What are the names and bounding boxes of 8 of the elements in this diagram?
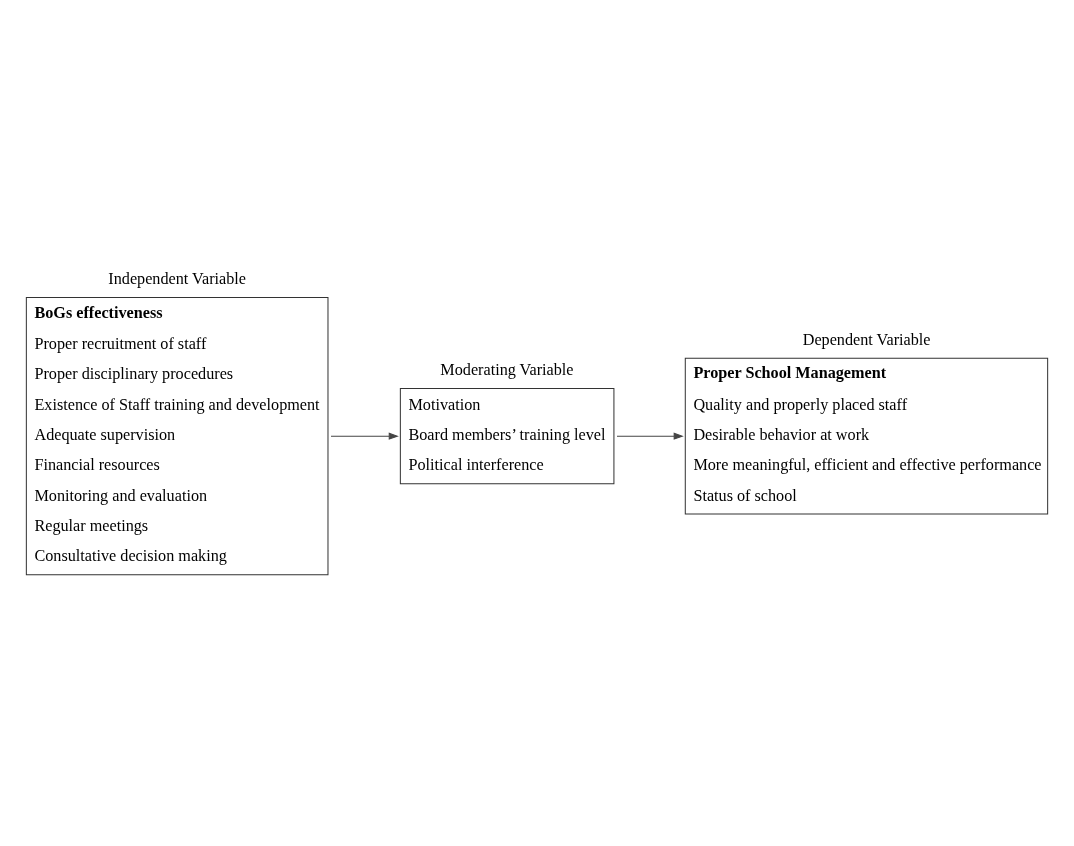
node-box: Motivation Board members’ training level Political interference [399,388,615,485]
arrow [330,432,399,440]
node-box: Proper School Management Quality and properly placed staff Desirable behavior at work More meaningful, efficient and effective performance Status of school [684,357,1049,515]
node-label: Moderating Variable [440,361,574,380]
node-box: BoGs effectiveness Proper recruitment of staff Proper disciplinary procedures Existence of Staff training and development Adequate supervision Financial resources Monitoring and evaluation Regular meetings Consultative decision making [25,297,329,576]
node-label: Independent Variable [108,270,247,289]
node-label: Dependent Variable [802,330,931,349]
arrow [616,432,684,440]
